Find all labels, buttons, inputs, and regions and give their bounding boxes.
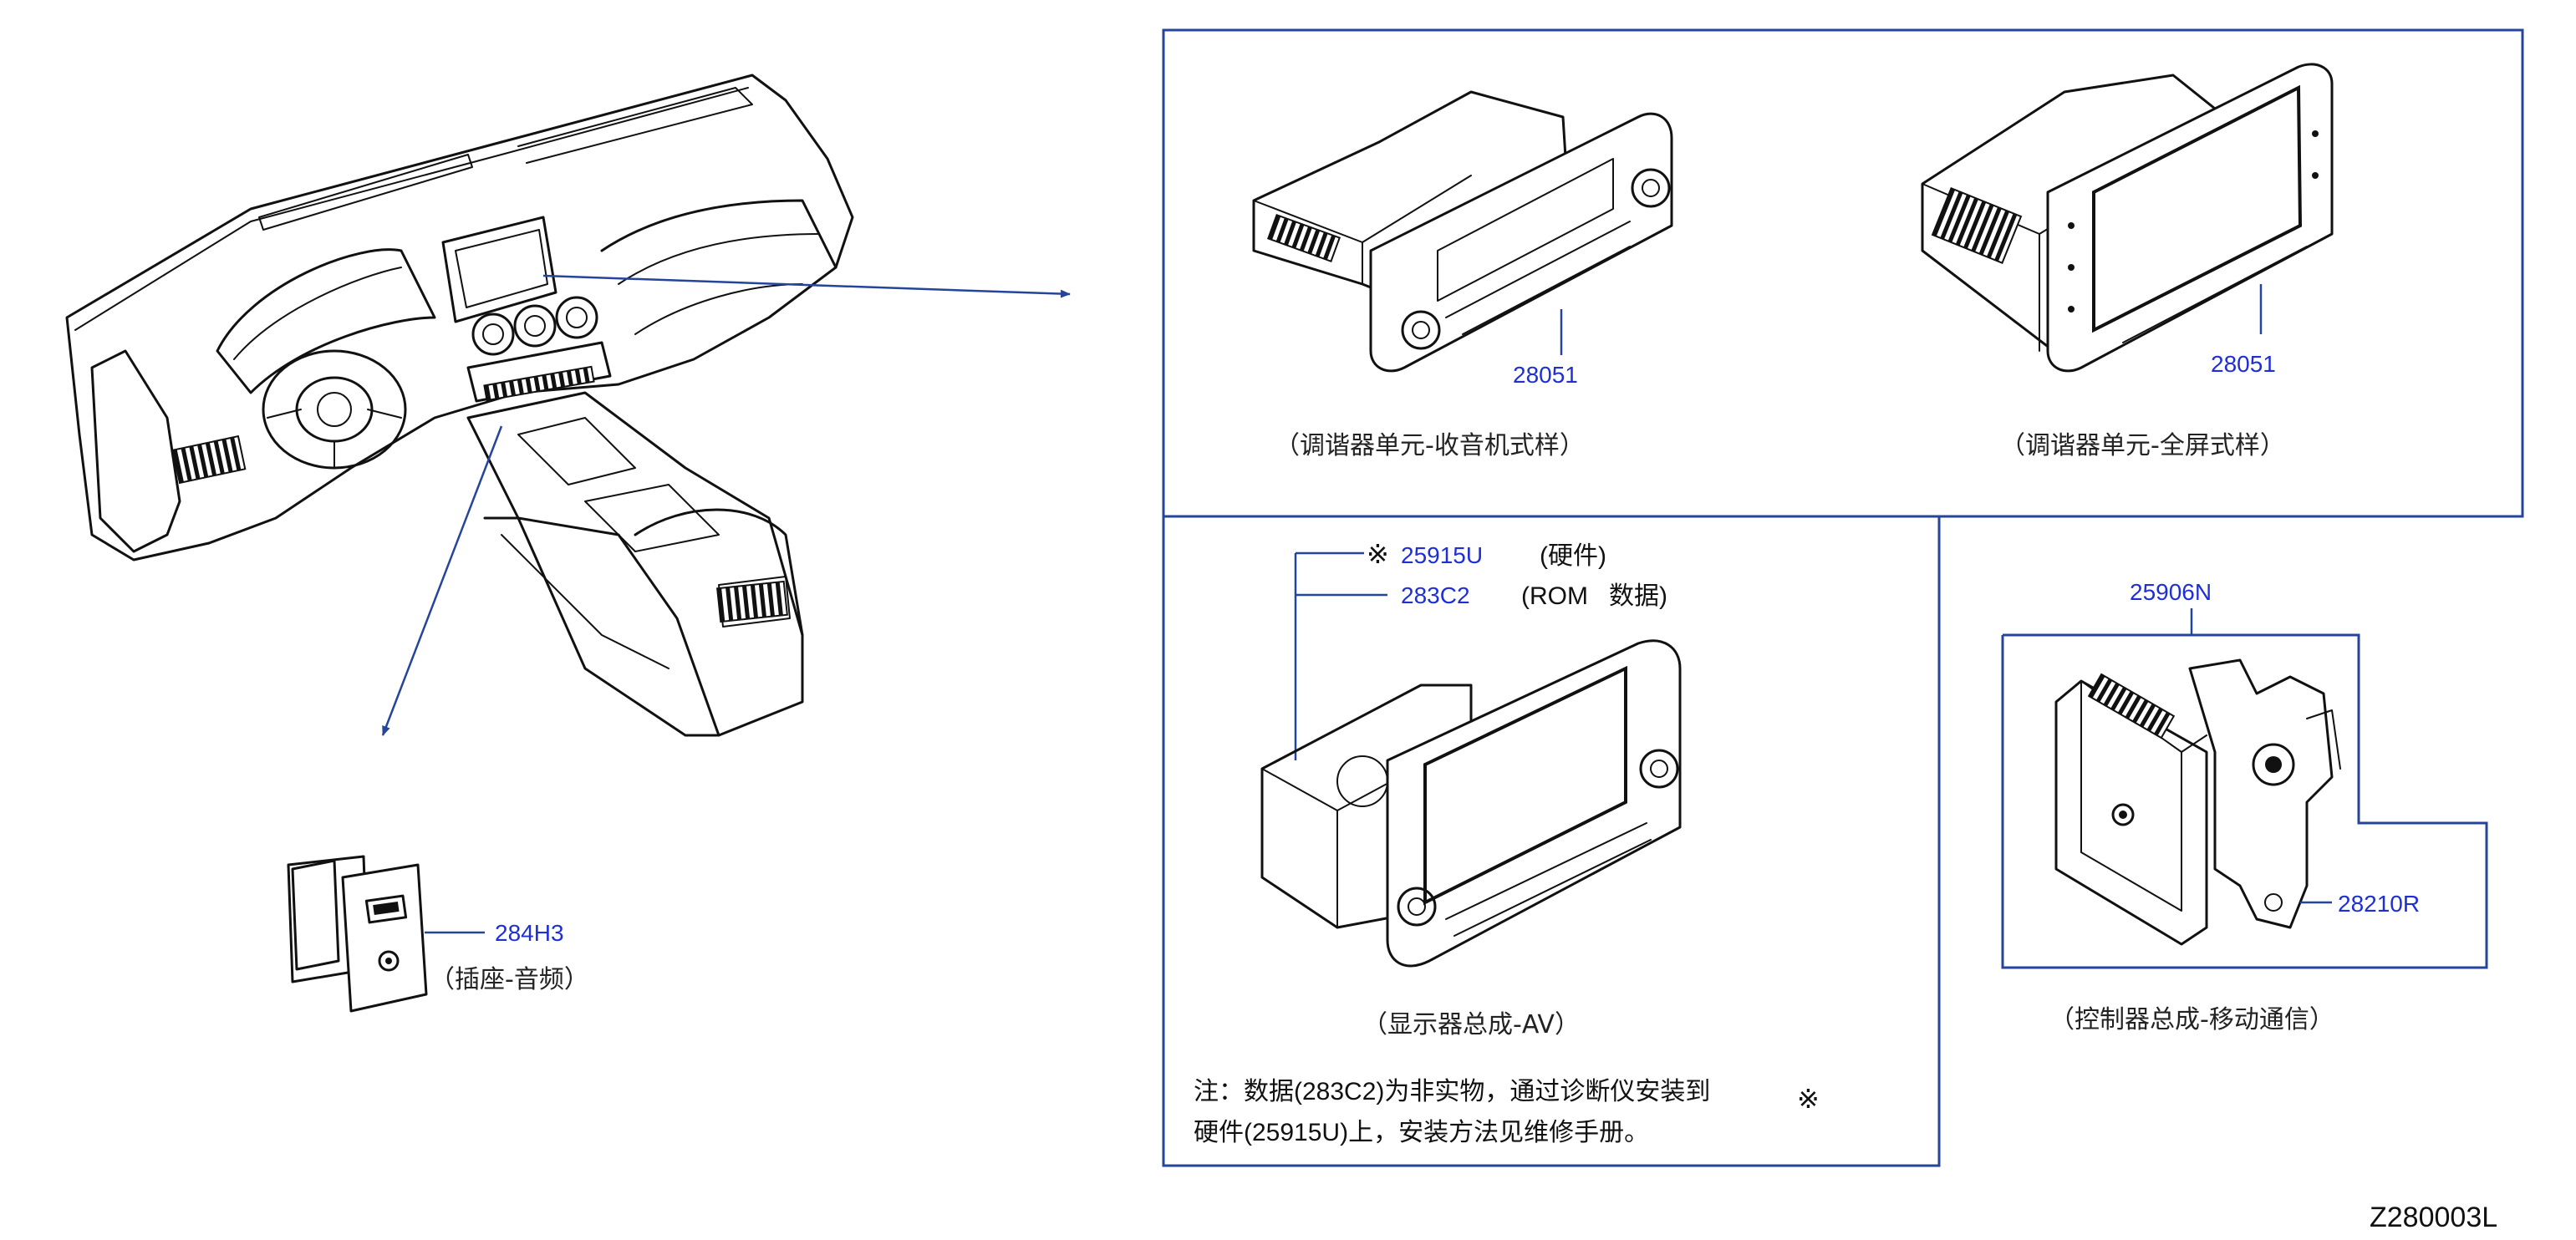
tuner-radio-part-number: 28051 [1513, 362, 1578, 388]
tuner-frame [1162, 28, 2524, 518]
display-av-illustration [1260, 639, 1682, 968]
display-frame [1162, 516, 1941, 1167]
tuner-radio-illustration [1252, 90, 1673, 373]
section-frames [1162, 28, 2524, 1167]
dashboard-illustration [65, 74, 854, 737]
display-hardware-part-number: 25915U [1401, 542, 1483, 568]
note-mark: ※ [1797, 1083, 1820, 1115]
display-av-leaders [1294, 551, 1387, 760]
controller-frame [2001, 633, 2488, 969]
tuner-radio-caption: （调谐器单元-收音机式样） [1275, 431, 1585, 460]
display-rom-label: (ROM 数据) [1521, 582, 1667, 610]
note-line-2: 硬件(25915U)上，安装方法见维修手册。 [1194, 1119, 1649, 1146]
display-hardware-label: (硬件) [1540, 542, 1606, 570]
controller-caption: （控制器总成-移动通信） [2049, 1005, 2334, 1034]
tuner-fullscreen-caption: （调谐器单元-全屏式样） [2000, 431, 2285, 460]
tuner-fullscreen-part-number: 28051 [2211, 351, 2276, 377]
note-line-1: 注：数据(283C2)为非实物，通过诊断仪安装到 [1194, 1078, 1710, 1105]
audio-socket-illustration [287, 855, 428, 1013]
bracket-part-number: 28210R [2338, 891, 2420, 917]
hardware-mark: ※ [1367, 538, 1389, 570]
socket-caption: （插座-音频） [430, 965, 589, 994]
display-av-caption: （显示器总成-AV） [1362, 1010, 1580, 1039]
arrow-to-socket [381, 425, 503, 736]
socket-part-number: 284H3 [495, 920, 564, 946]
tuner-fullscreen-illustration [1921, 63, 2334, 373]
controller-part-number: 25906N [2130, 579, 2212, 605]
display-rom-part-number: 283C2 [1401, 582, 1470, 608]
controller-illustration [2054, 658, 2341, 946]
arrow-to-tuner [542, 274, 1071, 298]
drawing-code: Z280003L [2370, 1202, 2497, 1233]
